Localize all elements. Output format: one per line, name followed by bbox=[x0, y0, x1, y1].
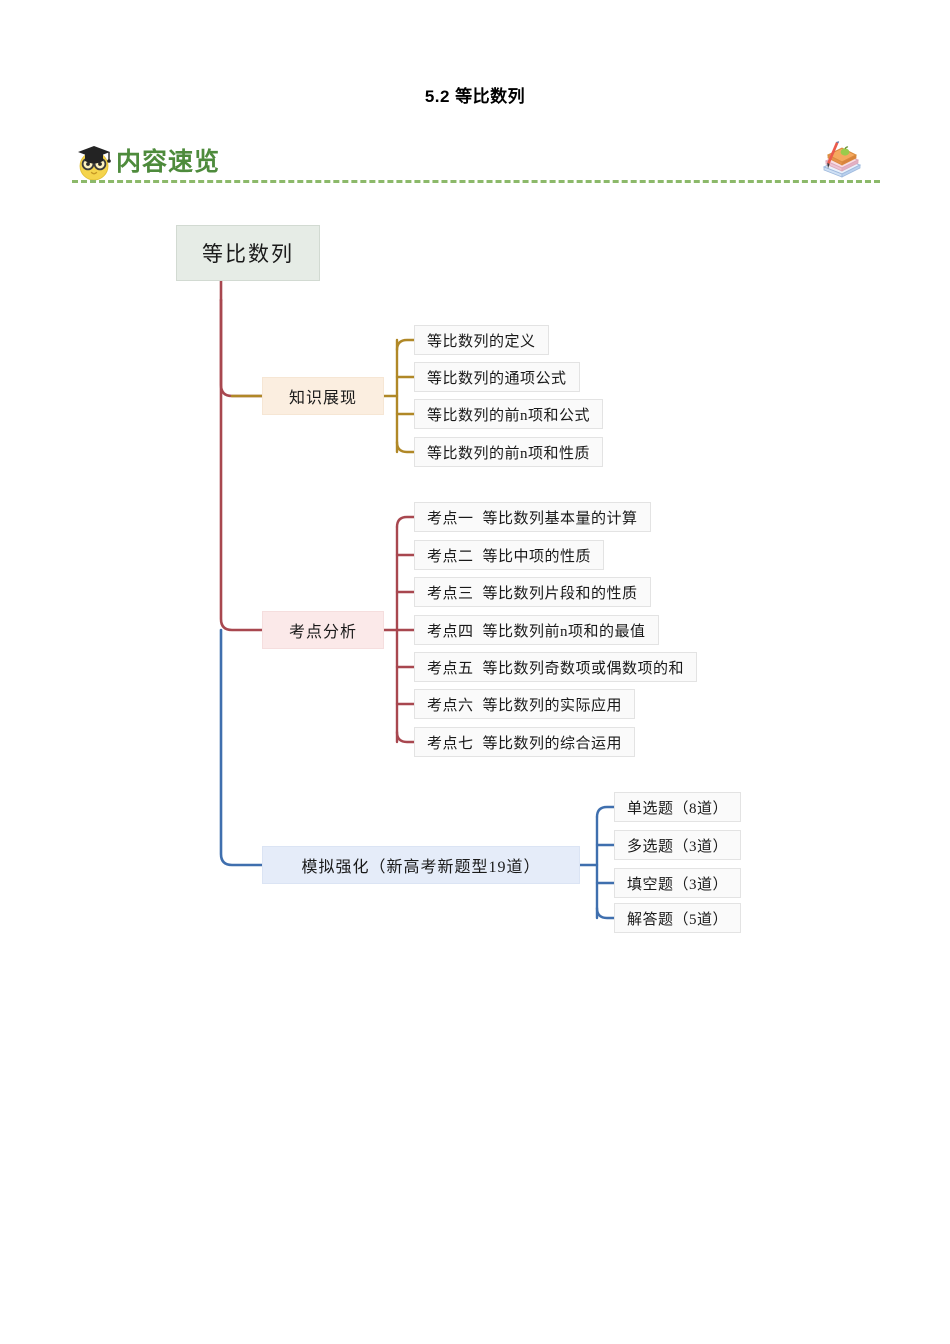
mindmap-leaf-exam-5[interactable]: 考点五等比数列奇数项或偶数项的和 bbox=[414, 652, 698, 682]
mindmap-leaf-practice-3[interactable]: 填空题（3道） bbox=[614, 868, 742, 898]
leaf-index: 考点三 bbox=[427, 585, 474, 602]
leaf-label: 等比数列片段和的性质 bbox=[482, 585, 638, 602]
leaf-label: 等比数列的实际应用 bbox=[482, 697, 623, 714]
leaf-label: 等比中项的性质 bbox=[482, 548, 592, 565]
mindmap-leaf-exam-7[interactable]: 考点七等比数列的综合运用 bbox=[414, 727, 636, 757]
mindmap-leaf-knowledge-3[interactable]: 等比数列的前n项和公式 bbox=[414, 399, 604, 429]
leaf-index: 考点一 bbox=[427, 510, 474, 527]
mindmap-branch-practice[interactable]: 模拟强化（新高考新题型19道） bbox=[262, 846, 580, 884]
section-header: 内容速览 bbox=[0, 134, 950, 190]
mindmap-leaf-exam-2[interactable]: 考点二等比中项的性质 bbox=[414, 540, 605, 570]
leaf-label: 等比数列前n项和的最值 bbox=[482, 623, 646, 640]
mindmap-leaf-practice-4[interactable]: 解答题（5道） bbox=[614, 903, 742, 933]
mindmap-leaf-knowledge-2[interactable]: 等比数列的通项公式 bbox=[414, 362, 580, 392]
page-title: 5.2 等比数列 bbox=[424, 87, 526, 106]
header-divider bbox=[72, 180, 880, 183]
mindmap-leaf-knowledge-4[interactable]: 等比数列的前n项和性质 bbox=[414, 437, 604, 467]
mindmap-leaf-knowledge-1[interactable]: 等比数列的定义 bbox=[414, 325, 549, 355]
mindmap-leaf-practice-2[interactable]: 多选题（3道） bbox=[614, 830, 742, 860]
leaf-label: 等比数列基本量的计算 bbox=[482, 510, 638, 527]
leaf-index: 考点五 bbox=[427, 660, 474, 677]
leaf-index: 考点二 bbox=[427, 548, 474, 565]
leaf-label: 等比数列的综合运用 bbox=[482, 735, 623, 752]
mindmap-leaf-exam-6[interactable]: 考点六等比数列的实际应用 bbox=[414, 689, 636, 719]
leaf-index: 考点七 bbox=[427, 735, 474, 752]
leaf-index: 考点四 bbox=[427, 623, 474, 640]
mindmap-root-node[interactable]: 等比数列 bbox=[176, 225, 320, 281]
mindmap-branch-knowledge[interactable]: 知识展现 bbox=[262, 377, 384, 415]
mindmap-leaf-practice-1[interactable]: 单选题（8道） bbox=[614, 792, 742, 822]
leaf-index: 考点六 bbox=[427, 697, 474, 714]
mindmap-branch-exam-points[interactable]: 考点分析 bbox=[262, 611, 384, 649]
graduate-owl-icon bbox=[78, 146, 111, 181]
mindmap-leaf-exam-3[interactable]: 考点三等比数列片段和的性质 bbox=[414, 577, 651, 607]
mindmap-leaf-exam-1[interactable]: 考点一等比数列基本量的计算 bbox=[414, 502, 651, 532]
section-title: 内容速览 bbox=[116, 148, 221, 176]
mindmap-leaf-exam-4[interactable]: 考点四等比数列前n项和的最值 bbox=[414, 615, 659, 645]
leaf-label: 等比数列奇数项或偶数项的和 bbox=[482, 660, 685, 677]
books-stack-icon bbox=[822, 141, 862, 178]
